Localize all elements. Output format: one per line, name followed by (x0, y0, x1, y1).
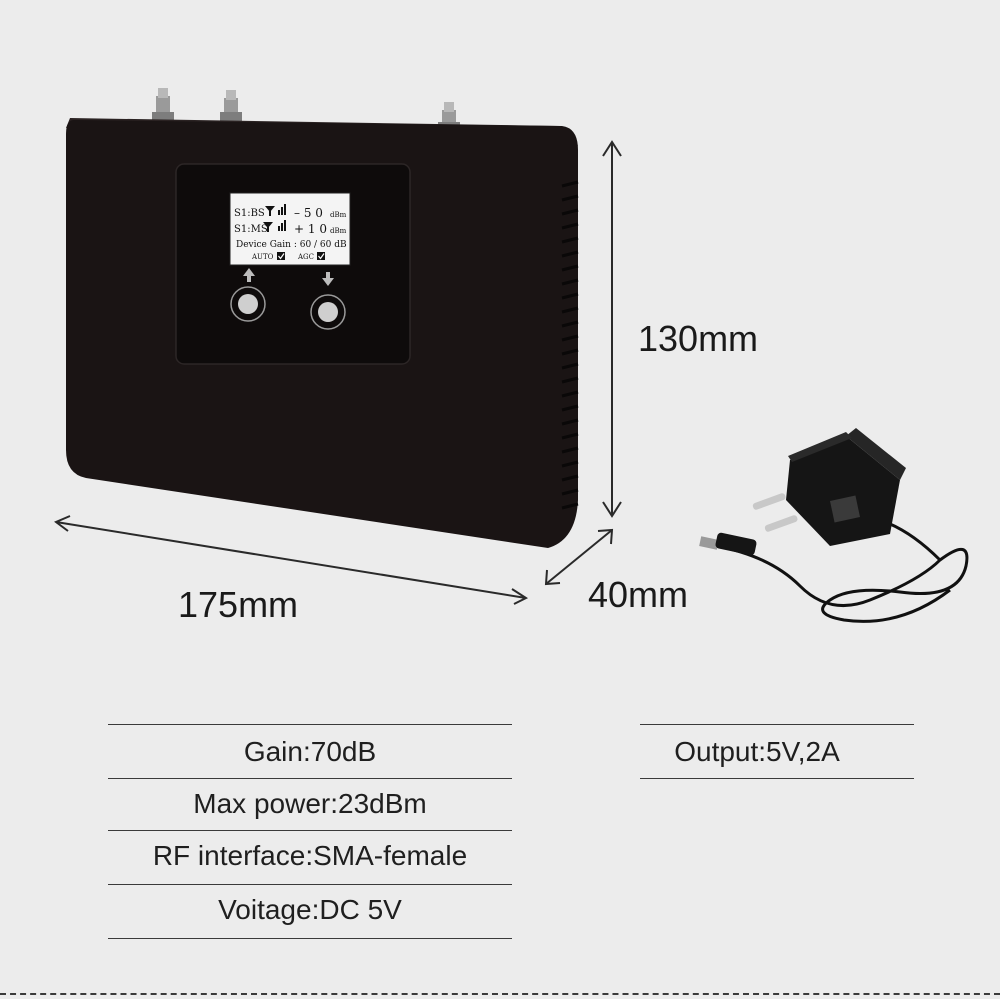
auto-checkbox-icon (277, 252, 285, 260)
lcd-row2-value: + 1 0 (294, 222, 327, 236)
sma-connector-middle (220, 90, 242, 122)
bottom-dashed-divider (0, 993, 1000, 995)
lcd-row2-unit: dBm (330, 227, 347, 235)
down-button[interactable] (310, 294, 346, 330)
agc-checkbox-icon (317, 252, 325, 260)
width-dimension-label: 175mm (178, 584, 299, 625)
lcd-row3: Device Gain : 60 / 60 dB (236, 240, 347, 250)
antenna-icon (263, 206, 275, 232)
spec-max-power: Max power:23dBm (193, 788, 427, 819)
lcd-row1-unit: dBm (330, 211, 347, 219)
power-adapter (699, 428, 969, 623)
lcd-agc-label: AGC (297, 253, 314, 261)
up-button[interactable] (230, 286, 266, 322)
lcd-screen (229, 192, 351, 266)
height-dimension-label: 130mm (638, 318, 759, 359)
width-dimension-arrow (54, 515, 529, 605)
table-divider (640, 724, 914, 725)
lcd-row1-label: S1:BS (234, 208, 265, 219)
height-dimension-arrow (602, 140, 622, 518)
table-divider (108, 830, 512, 831)
spec-gain: Gain:70dB (243, 736, 377, 767)
spec-voltage: Voitage:DC 5V (218, 894, 402, 925)
lcd-row1-value: – 5 0 (294, 206, 323, 220)
arrow-down-icon (322, 272, 334, 286)
signal-bars-icon (278, 204, 286, 231)
vent-fins (561, 180, 579, 510)
table-divider (108, 884, 512, 885)
table-divider (108, 778, 512, 779)
table-divider (108, 724, 512, 725)
sma-connector-left (152, 88, 174, 122)
depth-dimension-arrow (544, 528, 614, 586)
spec-output: Output:5V,2A (674, 736, 840, 767)
spec-rf-interface: RF interface:SMA-female (152, 840, 468, 871)
lcd-auto-label: AUTO (251, 253, 274, 261)
table-divider (640, 778, 914, 779)
table-divider (108, 938, 512, 939)
depth-dimension-label: 40mm (588, 574, 689, 615)
arrow-up-icon (243, 268, 255, 282)
lcd-row2-label: S1:MS (234, 224, 268, 235)
